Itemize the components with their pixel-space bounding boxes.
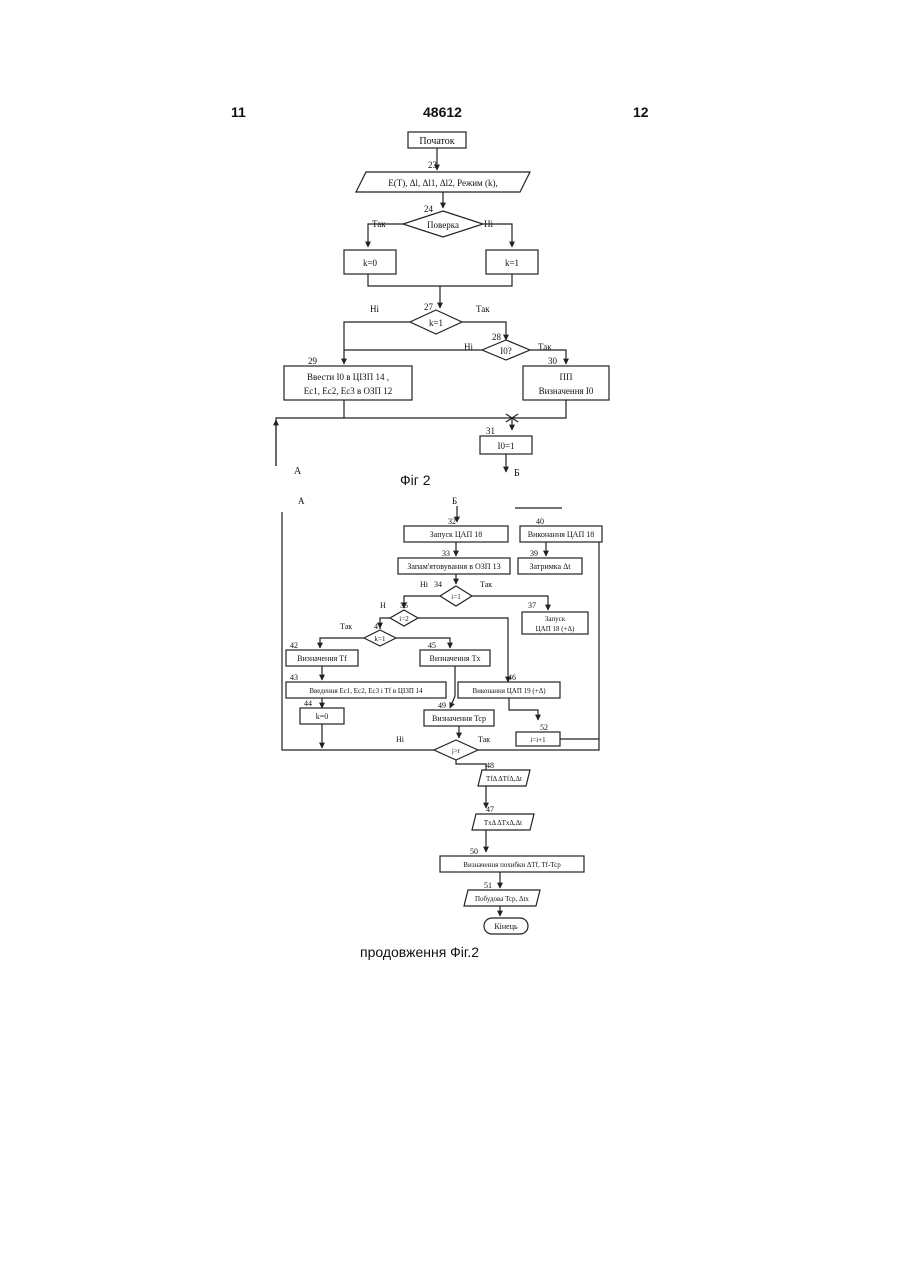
block-29-number: 29: [308, 356, 318, 366]
block-51-number: 51: [484, 881, 492, 890]
cont-connector-b: Б: [452, 496, 457, 506]
block-42-number: 42: [290, 641, 298, 650]
block-35-no: Н: [380, 601, 386, 610]
block-25-text: k=1: [505, 258, 519, 268]
block-33-text: Запам'ятовування в ОЗП 13: [407, 562, 500, 571]
block-31-text: I0=1: [497, 441, 514, 451]
block-34-yes: Так: [480, 580, 492, 589]
block-51-text: Побудова Tcp, Δtx: [475, 895, 529, 903]
block-50-text: Визначення похибки ΔTf, Tf-Tcp: [463, 861, 561, 869]
block-46-text: Виконання ЦАП 19 (+Δ): [472, 687, 546, 695]
block-35-text: i=2: [399, 615, 409, 623]
block-44-text: k=0: [316, 712, 329, 721]
block-26-text: k=0: [363, 258, 378, 268]
block-37-line2: ЦАП 18 (+Δ): [536, 625, 575, 633]
block-42-text: Визначення Tf: [297, 654, 347, 663]
start-label: Початок: [419, 136, 454, 147]
block-27-no: Ні: [370, 304, 379, 314]
fig2-diagram: Початок 23 E(T), Δl, Δl1, Δl2, Режим (k)…: [276, 132, 609, 479]
block-45-text: Визначення Tx: [430, 654, 481, 663]
block-30-number: 30: [548, 356, 558, 366]
block-49-text: Визначення Tcp: [432, 714, 486, 723]
block-37-number: 37: [528, 601, 536, 610]
block-47-number: 47: [486, 805, 494, 814]
block-43-text: Введення Ec1, Ec2, Ec3 і Tf в ЦІЗП 14: [309, 687, 423, 695]
block-27-yes: Так: [476, 304, 490, 314]
block-28-text: I0?: [500, 346, 512, 356]
decision-no: Ні: [396, 735, 405, 744]
block-29-line1: Ввести I0 в ЦІЗП 14 ,: [307, 372, 389, 382]
block-32-text: Запуск ЦАП 18: [430, 530, 483, 539]
block-40-text: Виконання ЦАП 18: [528, 530, 595, 539]
block-34-number: 34: [434, 580, 442, 589]
fig2-continuation-diagram: A Б 32 Запуск ЦАП 18 40 Виконання ЦАП 18…: [282, 496, 602, 934]
block-28-number: 28: [492, 332, 502, 342]
fig2-continuation-caption: продовження Фіг.2: [360, 944, 479, 960]
block-24-text: Поверка: [427, 220, 459, 230]
block-48-text: TfΔ ΔTfΔ,Δt: [486, 775, 522, 783]
block-30-line2: Визначення I0: [539, 386, 594, 396]
block-41-text: k=1: [375, 635, 386, 643]
block-43-number: 43: [290, 673, 298, 682]
decision-yes: Так: [478, 735, 490, 744]
block-45-number: 45: [428, 641, 436, 650]
fig2-connector-b: Б: [514, 468, 520, 479]
block-27-number: 27: [424, 302, 434, 312]
block-39-number: 39: [530, 549, 538, 558]
block-34-no: Ні: [420, 580, 429, 589]
block-52-text: i=i+1: [530, 736, 546, 744]
fig2-caption: Фіг 2: [400, 472, 431, 488]
end-label: Кінець: [494, 922, 518, 931]
decision-jr-text: j>r: [451, 747, 461, 755]
block-23-text: E(T), Δl, Δl1, Δl2, Режим (k),: [388, 178, 497, 188]
block-37-line1: Запуск: [545, 615, 566, 623]
block-50-number: 50: [470, 847, 478, 856]
block-24-number: 24: [424, 204, 434, 214]
block-48-number: 48: [486, 761, 494, 770]
block-34-text: i=1: [451, 593, 461, 601]
block-32-number: 32: [448, 517, 456, 526]
block-52-number: 52: [540, 723, 548, 732]
block-49-number: 49: [438, 701, 446, 710]
block-46-number: 46: [508, 673, 516, 682]
block-33-number: 33: [442, 549, 450, 558]
block-23-number: 23: [428, 160, 438, 170]
block-35-number: 35: [400, 601, 408, 610]
block-41-number: 41: [374, 622, 382, 631]
block-41-yes: Так: [340, 622, 352, 631]
block-40-number: 40: [536, 517, 544, 526]
block-27-text: k=1: [429, 318, 443, 328]
fig2-connector-a: A: [294, 466, 302, 477]
block-30-line1: ПП: [560, 372, 573, 382]
cont-connector-a: A: [298, 496, 305, 506]
block-31-number: 31: [486, 426, 495, 436]
block-29-line2: Ec1, Ec2, Ec3 в ОЗП 12: [304, 386, 392, 396]
block-47-text: TxΔ ΔTxΔ,Δt: [484, 819, 522, 827]
block-39-text: Затримка Δt: [530, 562, 572, 571]
block-44-number: 44: [304, 699, 312, 708]
